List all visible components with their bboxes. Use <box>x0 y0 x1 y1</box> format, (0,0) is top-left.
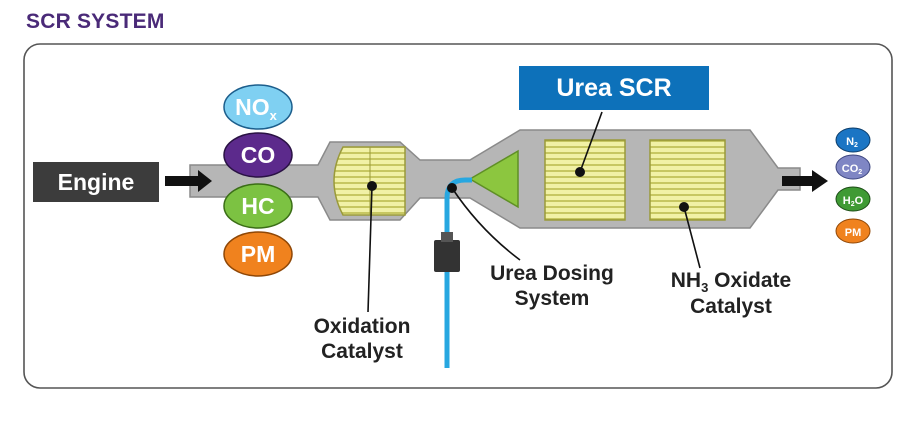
nh3-oxidate-label-line2: Catalyst <box>690 295 772 318</box>
pollutant-co: CO <box>223 132 293 178</box>
svg-text:H2O: H2O <box>843 195 864 208</box>
output-pm: PM <box>835 218 871 244</box>
pollutant-nox: NOx <box>223 84 293 130</box>
svg-text:NOx: NOx <box>235 94 278 123</box>
exhaust-system <box>189 129 801 229</box>
engine-arrow <box>165 170 212 192</box>
diagram-frame <box>23 43 893 389</box>
dosing-pump <box>434 240 460 272</box>
output-n2: N2 <box>835 127 871 153</box>
oxidation-catalyst-label-line2: Catalyst <box>321 340 403 363</box>
leader-urea-scr <box>579 111 603 173</box>
leader-oxidation <box>367 185 373 313</box>
marker-dosing <box>447 183 457 193</box>
leader-nh3 <box>683 206 701 269</box>
urea-scr-box <box>519 66 709 110</box>
engine-box <box>33 162 159 202</box>
urea-dosing-label-line1: Urea Dosing <box>490 262 614 285</box>
input-pollutants: NOx CO HC PM <box>223 84 293 277</box>
urea-dosing-label-line2: System <box>515 287 590 310</box>
output-products: N2 CO2 H2O PM <box>835 127 871 244</box>
engine-label: Engine <box>58 169 135 195</box>
output-co2: CO2 <box>835 154 871 180</box>
svg-text:CO: CO <box>241 142 276 168</box>
marker-urea-scr <box>575 167 585 177</box>
oxidation-catalyst-label-line1: Oxidation <box>314 315 411 338</box>
svg-text:PM: PM <box>845 227 862 239</box>
leader-lines <box>367 111 701 313</box>
dosing-pump-cap <box>441 232 453 242</box>
marker-nh3 <box>679 202 689 212</box>
marker-oxidation <box>367 181 377 191</box>
urea-injector-cone <box>468 149 519 209</box>
svg-text:PM: PM <box>241 241 276 267</box>
urea-scr-catalyst <box>544 139 626 221</box>
svg-text:HC: HC <box>241 193 274 219</box>
svg-text:N2: N2 <box>846 136 858 149</box>
pollutant-hc: HC <box>223 183 293 229</box>
urea-scr-label: Urea SCR <box>556 74 671 102</box>
nh3-oxidate-label-line1: NH3 Oxidate <box>671 269 791 295</box>
leader-dosing <box>451 187 521 261</box>
pollutant-pm: PM <box>223 231 293 277</box>
outlet-arrow <box>782 170 828 192</box>
diagram-title: SCR SYSTEM <box>26 10 165 33</box>
svg-text:CO2: CO2 <box>842 163 863 176</box>
output-h2o: H2O <box>835 186 871 212</box>
